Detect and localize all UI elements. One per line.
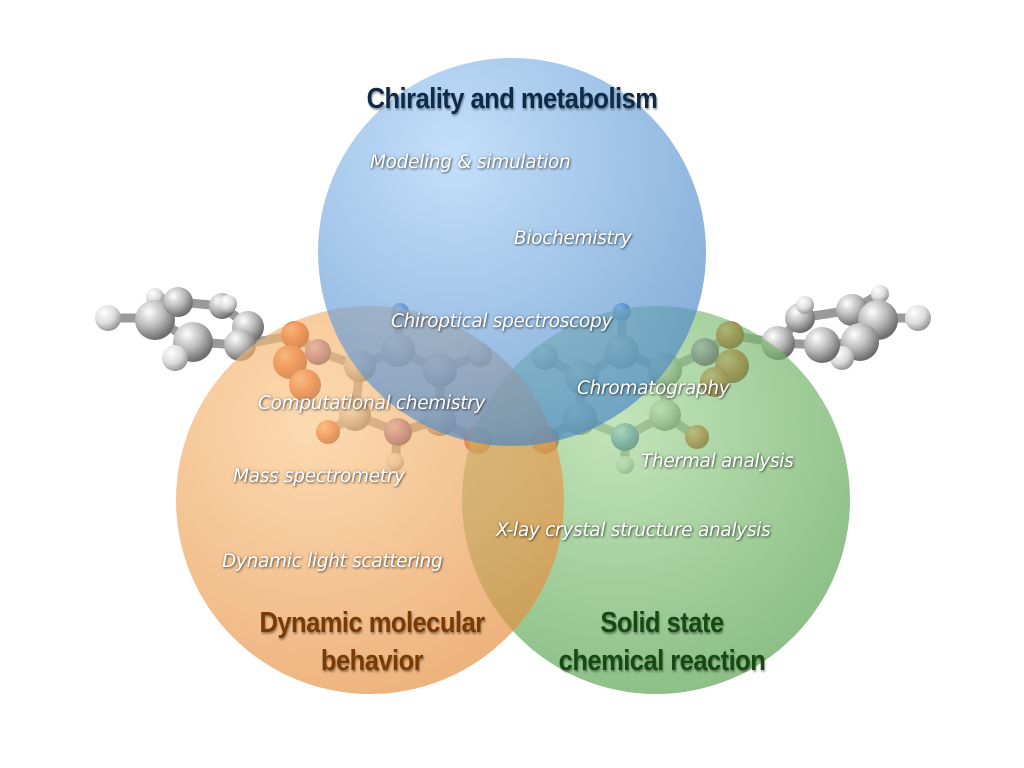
title-right-line-1: Solid state [600, 607, 724, 639]
circle-top [318, 58, 706, 446]
term-modeling-simulation: Modeling & simulation [370, 152, 571, 173]
term-chromatography: Chromatography [577, 378, 730, 399]
term-biochemistry: Biochemistry [514, 228, 632, 249]
term-mass-spectrometry: Mass spectrometry [233, 466, 405, 487]
title-left-circle: Dynamic molecular behavior [240, 604, 504, 680]
title-left-line-2: behavior [320, 645, 424, 677]
term-computational-chemistry: Computational chemistry [258, 393, 486, 414]
title-right-circle: Solid state chemical reaction [530, 604, 794, 680]
title-left-line-1: Dynamic molecular [259, 607, 485, 639]
term-xray-crystal-structure-analysis: X-lay crystal structure analysis [496, 520, 771, 541]
title-top-circle: Chirality and metabolism [354, 80, 671, 118]
title-right-line-2: chemical reaction [558, 645, 766, 677]
term-dynamic-light-scattering: Dynamic light scattering [222, 551, 443, 572]
term-chiroptical-spectroscopy: Chiroptical spectroscopy [391, 311, 613, 332]
term-thermal-analysis: Thermal analysis [641, 451, 794, 472]
title-top-line: Chirality and metabolism [366, 83, 658, 115]
